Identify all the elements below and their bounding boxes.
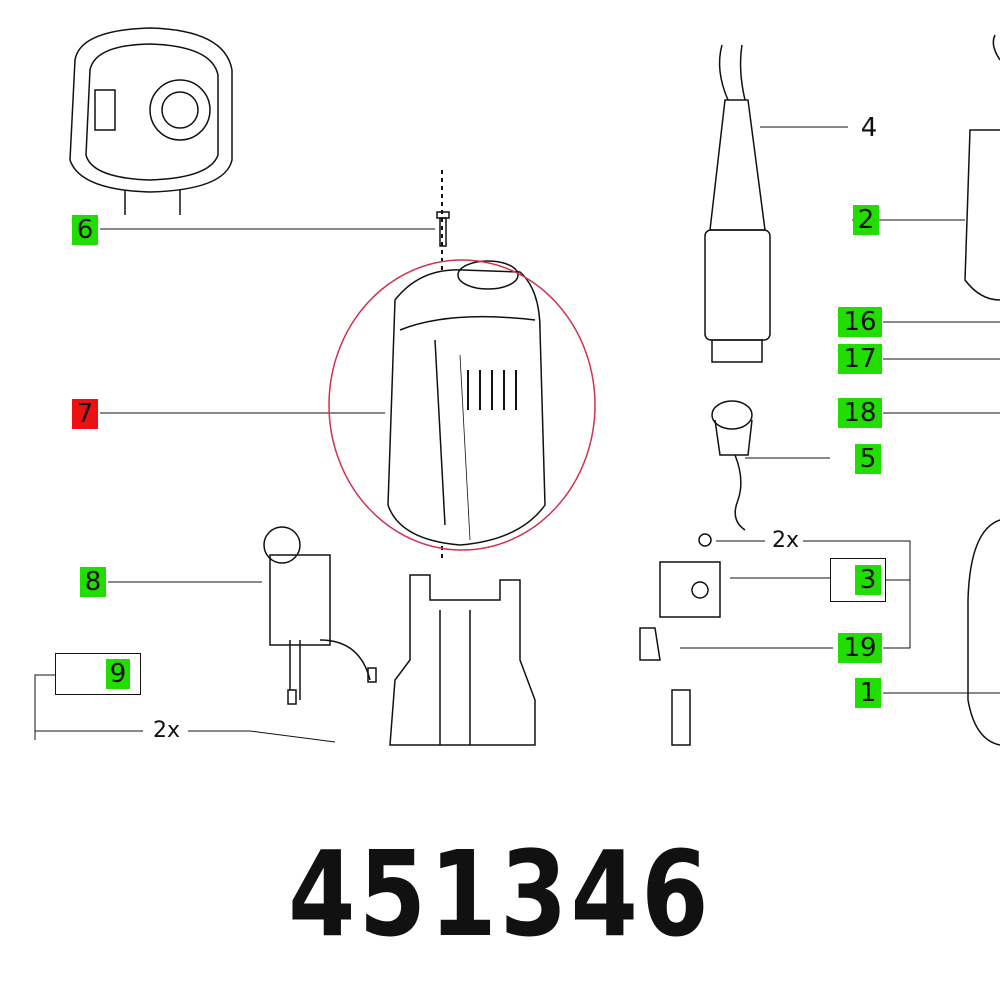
- switch-assembly-drawing: [263, 526, 377, 705]
- screw-drawing: [436, 211, 450, 247]
- part-number: 451346: [288, 825, 712, 963]
- callout-6[interactable]: 6: [72, 215, 98, 245]
- callout-18[interactable]: 18: [838, 398, 882, 428]
- housing-top-view: [69, 27, 233, 215]
- callout-3[interactable]: 3: [855, 565, 881, 595]
- callout-1[interactable]: 1: [855, 678, 881, 708]
- quantity-label: 2x: [153, 718, 181, 743]
- callout-7[interactable]: 7: [72, 399, 98, 429]
- callout-17[interactable]: 17: [838, 344, 882, 374]
- callout-16[interactable]: 16: [838, 307, 882, 337]
- motor-drawing: [964, 34, 1000, 746]
- callout-9[interactable]: 9: [106, 659, 130, 689]
- callout-19[interactable]: 19: [838, 633, 882, 663]
- leader-lines: [34, 126, 1000, 743]
- power-cable-drawing: [704, 44, 771, 363]
- quantity-label: 2x: [772, 528, 800, 553]
- callout-4[interactable]: 4: [860, 113, 878, 143]
- callout-5[interactable]: 5: [855, 444, 881, 474]
- switch-drawing: [639, 533, 721, 746]
- callout-2[interactable]: 2: [853, 205, 879, 235]
- base-housing-drawing: [389, 574, 536, 746]
- cover-drawing: [387, 260, 546, 546]
- callout-8[interactable]: 8: [80, 567, 106, 597]
- selection-ring: [328, 259, 596, 551]
- socket-drawing: [711, 400, 753, 531]
